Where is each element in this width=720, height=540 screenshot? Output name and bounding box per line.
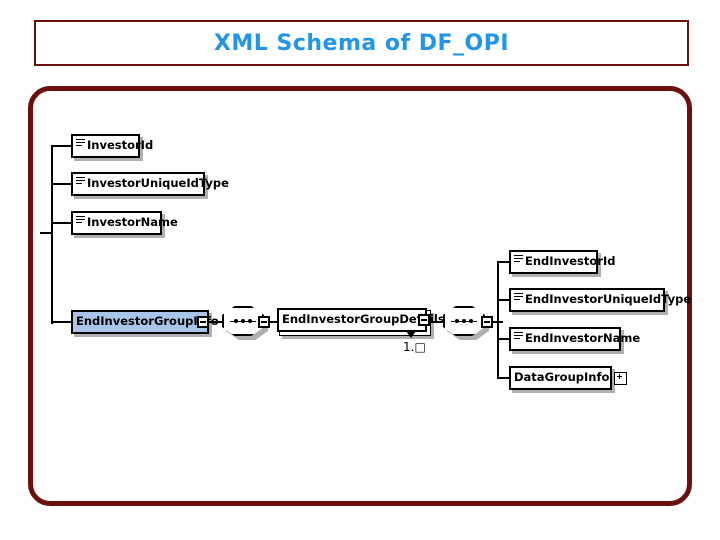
expander-datagroupinfo[interactable] <box>614 371 628 385</box>
schema-node-label: InvestorUniqueIdType <box>87 175 229 190</box>
sequence-compositor-icon <box>451 318 477 325</box>
schema-node-endinvestorgroupinfo[interactable]: EndInvestorGroupInfo <box>71 310 219 334</box>
element-lines-icon <box>514 292 523 301</box>
schema-node-endinvestorname[interactable]: EndInvestorName <box>509 327 640 351</box>
schema-node-investorname[interactable]: InvestorName <box>71 211 178 235</box>
element-lines-icon <box>76 215 85 224</box>
element-lines-icon <box>76 138 85 147</box>
element-lines-icon <box>514 254 523 263</box>
sequence-compositor-1[interactable] <box>222 306 264 336</box>
page-title: XML Schema of DF_OPI <box>213 30 510 56</box>
schema-node-endinvestorid[interactable]: EndInvestorId <box>509 250 615 274</box>
title-banner: XML Schema of DF_OPI <box>34 20 689 66</box>
schema-node-label: EndInvestorGroupDetails <box>282 311 445 326</box>
schema-node-label: EndInvestorName <box>525 330 641 345</box>
expander-sequence-1[interactable] <box>258 316 270 328</box>
schema-node-label: InvestorId <box>87 137 154 152</box>
sequence-compositor-icon <box>230 318 256 325</box>
expander-endinvestorgroupdetails[interactable] <box>418 314 430 326</box>
schema-node-endinvestoruniqueidtype[interactable]: EndInvestorUniqueIdType <box>509 288 691 312</box>
schema-node-label: EndInvestorUniqueIdType <box>525 291 692 306</box>
schema-node-label: EndInvestorGroupInfo <box>76 313 219 328</box>
schema-node-investorid[interactable]: InvestorId <box>71 134 153 158</box>
schema-node-label: EndInvestorId <box>525 253 616 268</box>
element-lines-icon <box>76 176 85 185</box>
expander-endinvestorgroupinfo[interactable] <box>197 316 209 328</box>
schema-node-label: DataGroupInfo <box>514 369 610 384</box>
schema-node-datagroupinfo[interactable]: DataGroupInfo <box>509 366 628 390</box>
schema-node-investoruniqueidtype[interactable]: InvestorUniqueIdType <box>71 172 229 196</box>
schema-node-endinvestorgroupdetails[interactable]: EndInvestorGroupDetails <box>277 308 445 332</box>
expander-sequence-2[interactable] <box>481 316 493 328</box>
schema-node-label: InvestorName <box>87 214 178 229</box>
element-lines-icon <box>514 331 523 340</box>
